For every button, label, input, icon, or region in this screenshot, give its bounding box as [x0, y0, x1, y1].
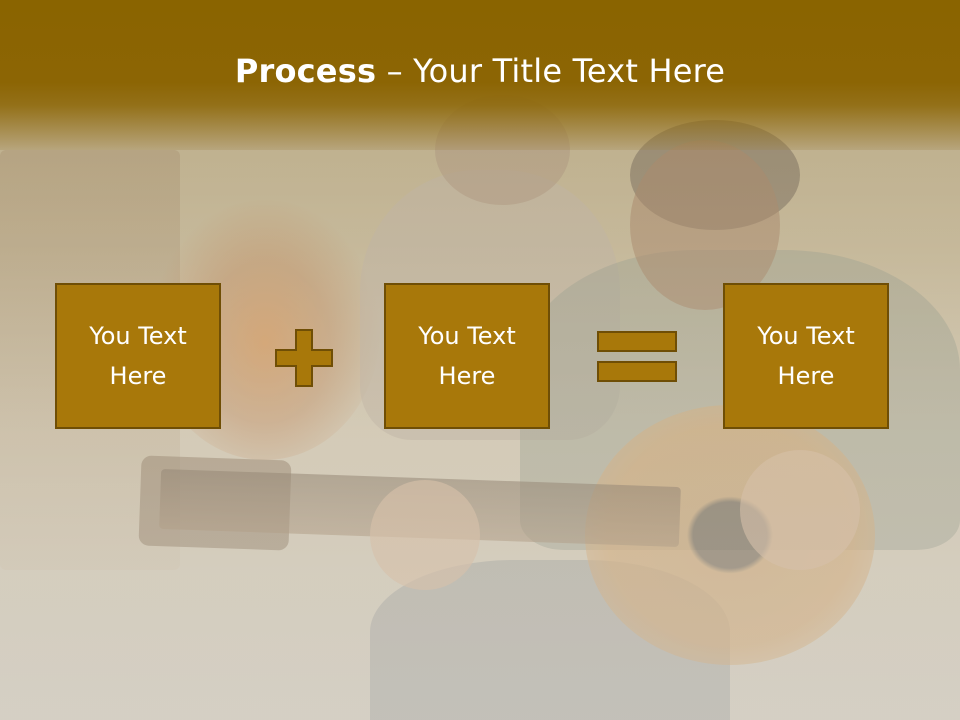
process-box-label: You Text Here [89, 322, 187, 390]
process-box-label: You Text Here [757, 322, 855, 390]
equals-icon [597, 331, 677, 382]
process-box-2[interactable]: You Text Here [384, 283, 550, 429]
process-box-label: You Text Here [418, 322, 516, 390]
title-bar [0, 0, 960, 150]
process-box-3[interactable]: You Text Here [723, 283, 889, 429]
title-bold: Process [234, 52, 377, 90]
plus-icon [275, 329, 333, 387]
slide-title[interactable]: Process – Your Title Text Here [0, 52, 960, 90]
title-rest: – Your Title Text Here [376, 52, 726, 90]
process-box-1[interactable]: You Text Here [55, 283, 221, 429]
